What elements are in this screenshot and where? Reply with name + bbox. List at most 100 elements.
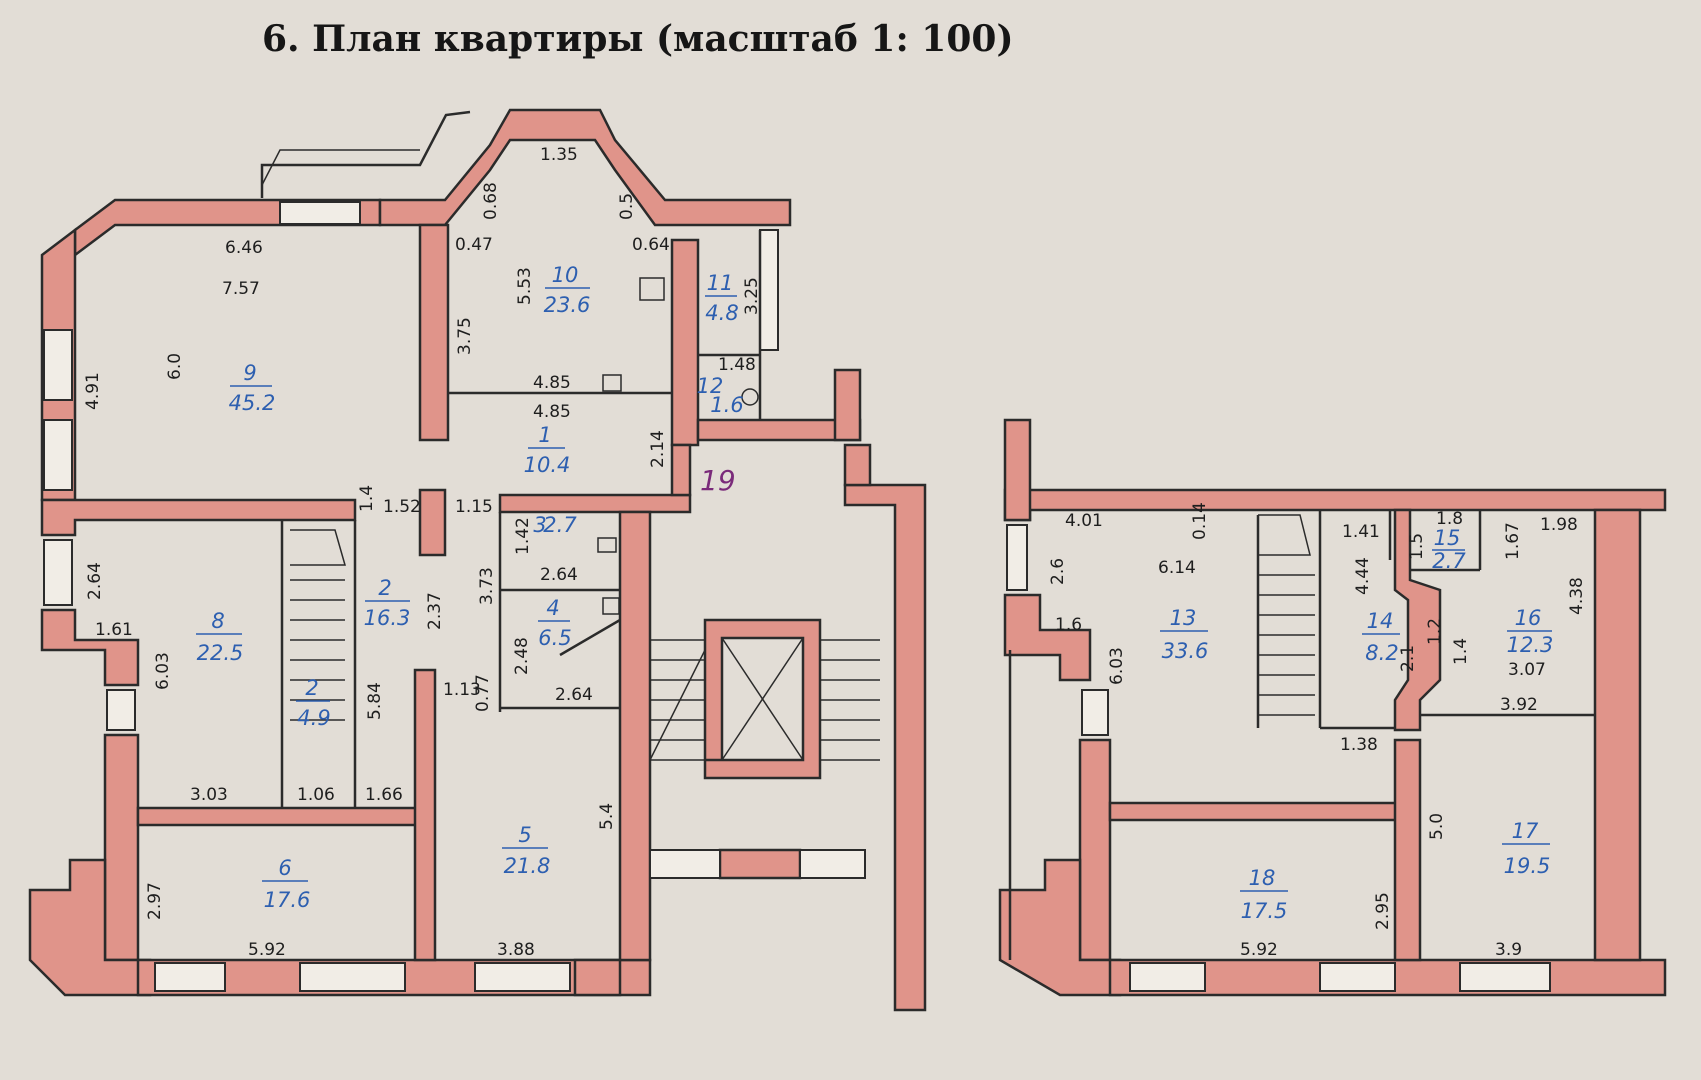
room-15-label: 15 2.7 xyxy=(1432,526,1466,573)
dim-label: 3.9 xyxy=(1495,940,1522,960)
svg-text:4: 4 xyxy=(546,596,559,620)
dimension-labels: 6.46 7.57 6.0 4.91 1.35 0.68 0.47 0.5 0.… xyxy=(83,145,1587,960)
dim-label: 0.68 xyxy=(481,182,501,220)
svg-text:45.2: 45.2 xyxy=(229,391,276,415)
dim-label: 6.46 xyxy=(225,238,263,258)
right-floor-plan xyxy=(998,418,1667,997)
dim-label: 1.15 xyxy=(455,497,493,517)
left-floor-plan xyxy=(28,108,927,1012)
dim-label: 6.0 xyxy=(165,353,185,380)
window-room9-north xyxy=(279,201,361,225)
svg-text:18: 18 xyxy=(1249,866,1276,890)
dim-label: 3.25 xyxy=(742,277,762,315)
dim-label: 0.77 xyxy=(473,674,493,712)
wall-room10-west xyxy=(418,223,450,442)
dim-label: 6.03 xyxy=(1107,647,1127,685)
svg-text:1: 1 xyxy=(538,423,551,447)
dim-label: 4.44 xyxy=(1353,557,1373,595)
svg-text:4.8: 4.8 xyxy=(705,301,738,325)
dim-label: 4.91 xyxy=(83,372,103,410)
room-10-label: 10 23.6 xyxy=(544,263,591,317)
dim-label: 2.48 xyxy=(512,637,532,675)
svg-text:23.6: 23.6 xyxy=(544,293,591,317)
svg-text:10: 10 xyxy=(552,263,579,287)
window-room8-west xyxy=(43,539,73,606)
svg-text:17.5: 17.5 xyxy=(1241,899,1288,923)
svg-text:9: 9 xyxy=(243,361,256,385)
room-11-label: 11 4.8 xyxy=(705,271,739,325)
wall-right-west-lower xyxy=(1078,738,1112,962)
dim-label: 7.57 xyxy=(222,279,260,299)
dim-label: 1.67 xyxy=(1503,522,1523,560)
dim-label: 1.98 xyxy=(1540,515,1578,535)
dim-label: 1.42 xyxy=(513,517,533,555)
window-room8-south xyxy=(106,689,136,731)
wall-room2-partition xyxy=(418,488,447,557)
toilet-icon xyxy=(741,388,759,406)
wall-bath-east-top xyxy=(670,443,692,497)
svg-text:2: 2 xyxy=(378,576,391,600)
room-14-label: 14 8.2 xyxy=(1362,609,1400,665)
svg-text:16: 16 xyxy=(1515,606,1542,630)
room-13-label: 13 33.6 xyxy=(1160,606,1208,663)
svg-text:2: 2 xyxy=(305,676,318,700)
dim-label: 0.14 xyxy=(1190,502,1210,540)
window-room9-west-a xyxy=(43,329,73,401)
dim-label: 1.38 xyxy=(1340,735,1378,755)
window-room17-south xyxy=(1459,962,1551,992)
room-5-label: 5 21.8 xyxy=(502,823,550,878)
dim-label: 2.64 xyxy=(540,565,578,585)
svg-text:17: 17 xyxy=(1512,819,1539,843)
room-3-label: 3 2.7 xyxy=(533,513,577,537)
room-12-label: 12 1.6 xyxy=(697,374,744,417)
room-18-label: 18 17.5 xyxy=(1240,866,1288,923)
window-room11-east xyxy=(759,229,779,351)
svg-text:14: 14 xyxy=(1367,609,1394,633)
dim-label: 0.47 xyxy=(455,235,493,255)
dim-label: 5.92 xyxy=(1240,940,1278,960)
dim-label: 2.97 xyxy=(145,882,165,920)
dim-label: 1.06 xyxy=(297,785,335,805)
dim-label: 3.75 xyxy=(455,317,475,355)
plan-title: 6. План квартиры (масштаб 1: 100) xyxy=(262,18,1014,60)
wall-bay-west xyxy=(378,108,792,227)
basin-icon xyxy=(602,597,620,615)
room-8-label: 8 22.5 xyxy=(196,609,243,665)
dim-label: 1.4 xyxy=(1451,638,1471,665)
dim-label: 3.03 xyxy=(190,785,228,805)
dim-label: 2.37 xyxy=(425,592,445,630)
svg-text:6: 6 xyxy=(278,856,291,880)
wall-bath-west xyxy=(670,238,700,447)
room-2-label: 2 16.3 xyxy=(364,576,411,630)
window-room6-south-b xyxy=(299,962,406,992)
wall-stair-top-right xyxy=(833,368,862,442)
wall-room18-top xyxy=(1108,801,1402,822)
dim-label: 2.64 xyxy=(555,685,593,705)
dim-label: 1.41 xyxy=(1342,522,1380,542)
dim-label: 5.92 xyxy=(248,940,286,960)
wall-right-east xyxy=(1593,508,1642,962)
dim-label: 1.66 xyxy=(365,785,403,805)
room-2-stair-label: 2 4.9 xyxy=(296,676,331,730)
dim-label: 1.52 xyxy=(383,497,421,517)
svg-text:8: 8 xyxy=(211,609,224,633)
svg-text:16.3: 16.3 xyxy=(364,606,411,630)
svg-text:8.2: 8.2 xyxy=(1365,641,1398,665)
dim-label: 2.64 xyxy=(85,562,105,600)
dim-label: 5.53 xyxy=(515,267,535,305)
dim-label: 2.6 xyxy=(1048,558,1068,585)
dim-label: 4.85 xyxy=(533,402,571,422)
svg-text:2.7: 2.7 xyxy=(543,513,577,537)
internal-staircase xyxy=(290,529,346,721)
window-room6-south xyxy=(154,962,226,992)
svg-text:3: 3 xyxy=(533,513,546,537)
fixture-icon xyxy=(602,374,622,392)
svg-text:4.9: 4.9 xyxy=(297,706,330,730)
svg-text:17.6: 17.6 xyxy=(264,888,311,912)
wall-room6-north xyxy=(136,806,422,827)
room-1-label: 1 10.4 xyxy=(524,423,571,477)
wall-entry-bottom xyxy=(573,958,622,997)
wall-west-top xyxy=(1003,418,1032,522)
